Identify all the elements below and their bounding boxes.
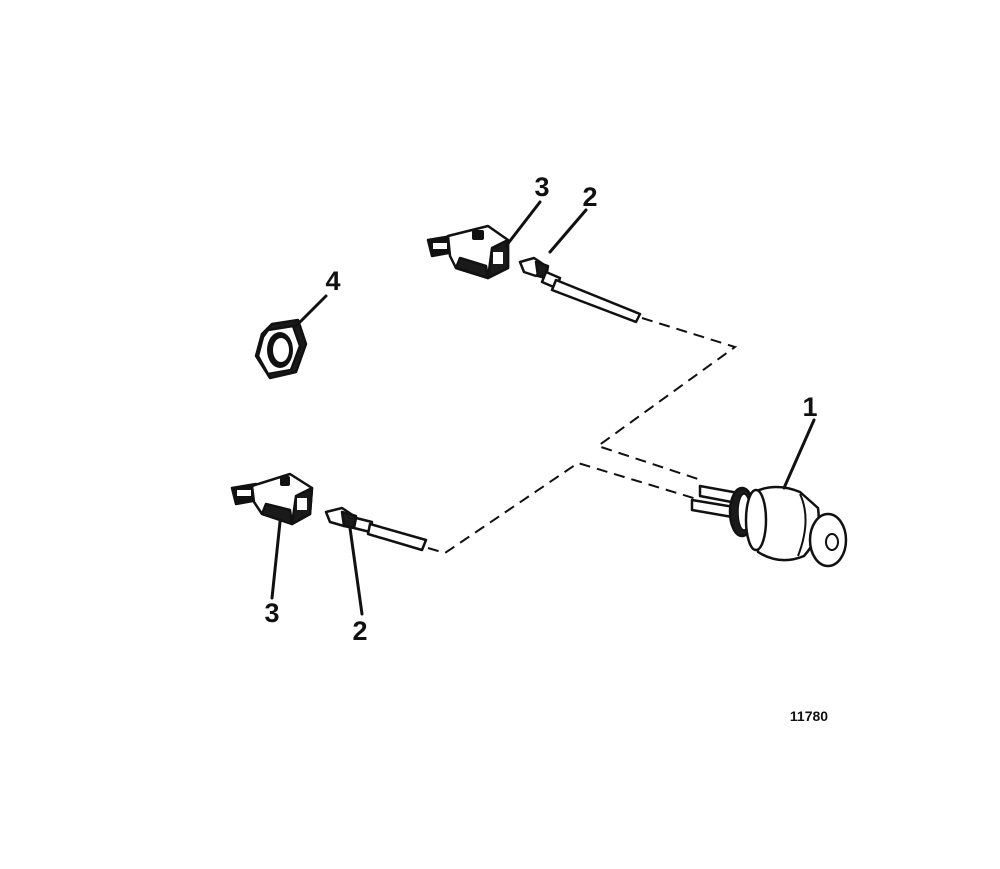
callout-nut: 4 <box>325 266 340 296</box>
wire-path-lower <box>427 461 701 555</box>
sender-switch <box>690 484 848 568</box>
leader-lines <box>270 200 816 616</box>
terminal-upper <box>518 256 642 324</box>
callout-terminal-lower: 2 <box>352 616 367 646</box>
callout-switch: 1 <box>802 392 817 422</box>
wire-path-upper <box>595 317 738 482</box>
terminal-lower <box>324 506 428 552</box>
hex-nut <box>254 318 308 380</box>
callout-terminal-upper: 2 <box>582 182 597 212</box>
callout-connector-lower: 3 <box>264 598 279 628</box>
connector-housing-upper <box>426 224 510 280</box>
connector-housing-lower <box>230 472 314 526</box>
callout-connector-upper: 3 <box>534 172 549 202</box>
figure-id: 11780 <box>790 708 828 724</box>
